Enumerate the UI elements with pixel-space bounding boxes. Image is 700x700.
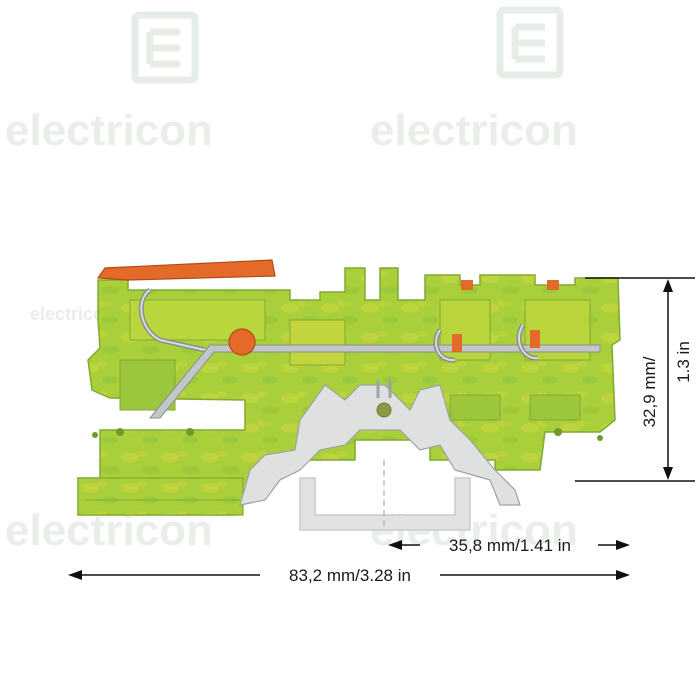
watermark-logo-icon (131, 6, 564, 84)
push-buttons (96, 259, 559, 356)
actuator-button (547, 280, 559, 290)
watermark-text: electricon (370, 106, 578, 155)
terminal-block (77, 267, 621, 516)
rail-width-dimension (388, 540, 630, 550)
height-dimension-label: 1.3 in (674, 341, 693, 383)
current-bar (138, 287, 601, 419)
actuator-button (461, 280, 473, 290)
actuator-button (228, 328, 256, 356)
actuator-button (452, 334, 462, 352)
watermark-text: electricon (30, 304, 115, 324)
actuator-lever (96, 259, 276, 281)
actuator-button (530, 330, 540, 348)
din-rail (299, 460, 471, 531)
height-dimension-label: 32,9 mm/ (640, 356, 659, 427)
rail-width-dimension-label: 35,8 mm/1.41 in (449, 536, 571, 555)
total-width-dimension-label: 83,2 mm/3.28 in (289, 566, 411, 585)
total-width-dimension (68, 570, 630, 580)
rail-foot (239, 380, 521, 506)
watermark-text: electricon (5, 106, 213, 155)
height-dimension (575, 277, 695, 482)
